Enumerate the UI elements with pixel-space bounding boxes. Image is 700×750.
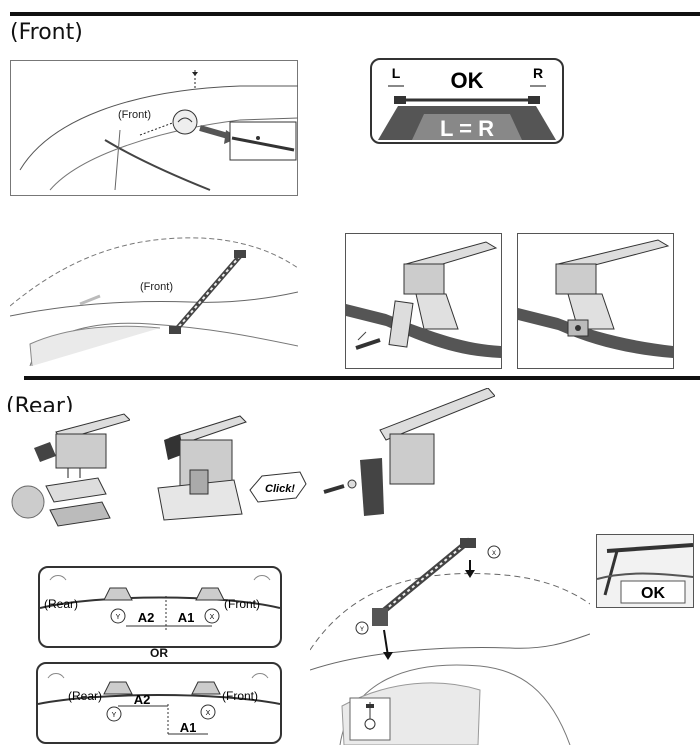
click-assembly-panel: Click!: [150, 410, 310, 530]
x-mark-bottom: X: [206, 710, 211, 717]
ok-label: OK: [451, 68, 484, 93]
ok-symmetry-illustration: OK L R L = R: [378, 65, 556, 141]
foot-bar-screw-panel: [320, 388, 495, 520]
roof-front-illustration: (Front): [10, 60, 298, 196]
front-label-top: (Front): [224, 597, 260, 611]
ok-inset-panel: OK: [596, 534, 694, 608]
spacing-a2-label-alt: A2: [134, 692, 151, 707]
foot-pads-panel: [6, 412, 130, 530]
spacing-a2-label: A2: [138, 610, 155, 625]
rear-label-bottom: (Rear): [68, 689, 102, 703]
x-mark-top: X: [210, 614, 215, 621]
install-y-mark: Y: [360, 627, 364, 633]
spacing-bottom-illustration: A2 A1 Y X (Rear) (Front): [38, 673, 280, 736]
bar-front-label: (Front): [140, 281, 173, 293]
or-label: OR: [150, 646, 168, 660]
roof-front-label: (Front): [118, 109, 151, 121]
y-mark-top: Y: [116, 614, 121, 621]
roof-bar-panel: (Front): [10, 216, 298, 368]
y-mark-bottom: Y: [112, 712, 117, 719]
install-x-mark: X: [492, 551, 496, 557]
foot-screw-illustration: [346, 241, 501, 358]
roof-install-panel: X Y: [310, 530, 590, 745]
equation-label: L = R: [440, 116, 494, 141]
foot-fixed-illustration: [518, 239, 673, 358]
roof-bar-illustration: (Front): [10, 237, 298, 367]
roof-front-panel: (Front): [10, 60, 298, 196]
front-section-heading: (Front): [10, 20, 83, 45]
front-label-bottom: (Front): [222, 689, 258, 703]
middle-rule: [24, 376, 700, 380]
ok-inset-illustration: OK: [597, 535, 693, 607]
spacing-top-illustration: A2 A1 Y X (Rear) (Front): [40, 575, 280, 630]
foot-pads-illustration: [11, 413, 130, 527]
click-assembly-illustration: Click!: [157, 415, 307, 521]
top-rule: [10, 12, 700, 16]
spacing-diagram-top: A2 A1 Y X (Rear) (Front): [38, 566, 282, 648]
left-label: L: [392, 65, 401, 81]
spacing-a1-label: A1: [178, 610, 195, 625]
rear-label-top: (Rear): [44, 597, 78, 611]
right-label: R: [533, 65, 543, 81]
foot-screw-panel: [345, 233, 502, 369]
foot-bar-screw-illustration: [323, 388, 495, 516]
foot-fixed-panel: [517, 233, 674, 369]
ok-symmetry-panel: OK L R L = R: [370, 58, 564, 144]
roof-install-illustration: X Y: [310, 537, 590, 745]
inset-ok-label: OK: [641, 585, 665, 602]
spacing-a1-label-alt: A1: [180, 720, 197, 735]
spacing-diagram-bottom: A2 A1 Y X (Rear) (Front): [36, 662, 282, 744]
click-label: Click!: [265, 483, 295, 495]
